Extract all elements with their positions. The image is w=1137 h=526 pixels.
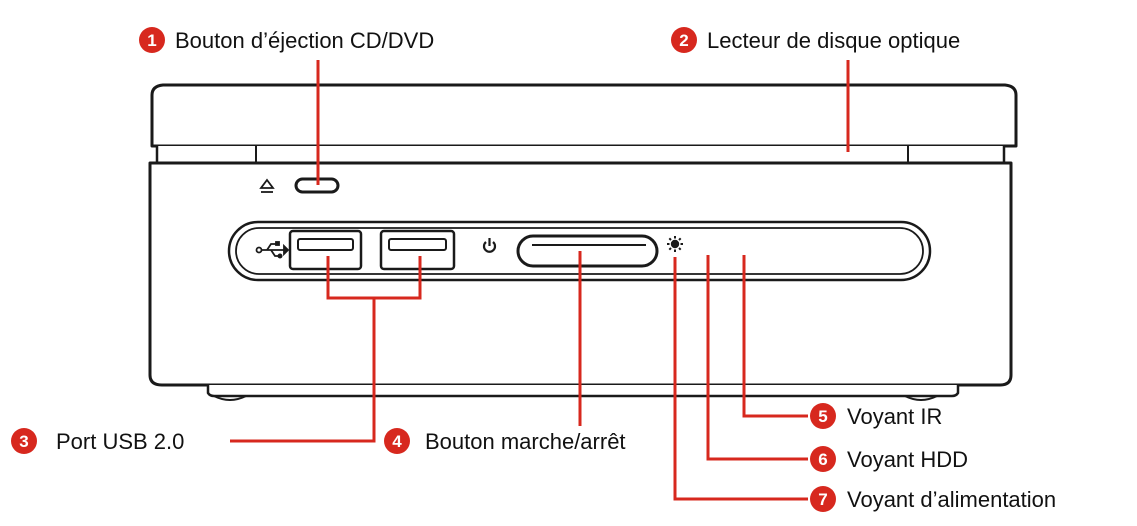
callout-badge (11, 428, 37, 454)
callout-label: Voyant d’alimentation (847, 487, 1056, 512)
callout-label: Bouton marche/arrêt (425, 429, 626, 454)
callout-number: 4 (392, 432, 402, 451)
leader-lines (230, 60, 850, 501)
callout-badge (810, 446, 836, 472)
callout-label: Voyant HDD (847, 447, 968, 472)
callout-number: 1 (147, 31, 156, 50)
callout-7: 7 Voyant d’alimentation (810, 486, 1056, 512)
power-button (516, 234, 659, 268)
drive-slot-band (155, 146, 1006, 165)
device-body (148, 83, 1018, 401)
callout-badge (139, 27, 165, 53)
callout-number: 6 (818, 450, 827, 469)
callout-number: 2 (679, 31, 688, 50)
foot-left (213, 395, 247, 401)
callout-label: Port USB 2.0 (56, 429, 184, 454)
callout-3: 3 Port USB 2.0 (11, 428, 184, 454)
power-icon (482, 238, 497, 253)
callout-label: Lecteur de disque optique (707, 28, 960, 53)
callout-number: 7 (818, 490, 827, 509)
callout-4: 4 Bouton marche/arrêt (384, 428, 626, 454)
callout-5: 5 Voyant IR (810, 403, 942, 429)
callout-6: 6 Voyant HDD (810, 446, 968, 472)
usb-port-1-slot (297, 238, 354, 251)
eject-icon (259, 178, 275, 193)
callout-label: Voyant IR (847, 404, 942, 429)
device-base (206, 385, 960, 398)
callout-badge (671, 27, 697, 53)
callout-2: 2 Lecteur de disque optique (671, 27, 960, 53)
usb-icon (255, 241, 290, 259)
leader-power-led (673, 257, 808, 501)
callout-badge (384, 428, 410, 454)
usb-port-2-slot (388, 238, 447, 251)
callout-1: 1 Bouton d’éjection CD/DVD (139, 27, 434, 53)
callout-badge (810, 403, 836, 429)
callout-label: Bouton d’éjection CD/DVD (175, 28, 434, 53)
device-lid (150, 83, 1018, 148)
callout-badge (810, 486, 836, 512)
leader-ir (742, 255, 808, 418)
leader-hdd (706, 255, 808, 461)
leader-usb (230, 298, 376, 443)
foot-right (904, 395, 938, 401)
sun-icon (667, 236, 683, 252)
callout-number: 5 (818, 407, 827, 426)
callout-number: 3 (19, 432, 28, 451)
